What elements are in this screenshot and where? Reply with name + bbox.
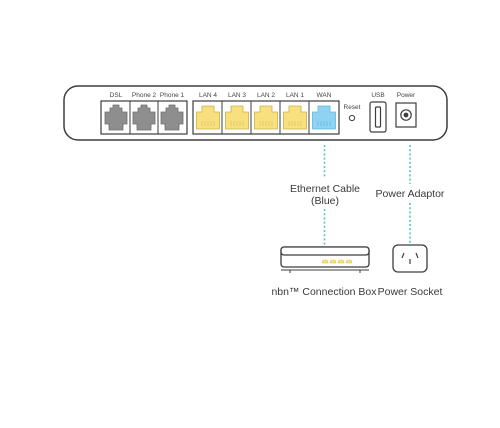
port-label-dsl: DSL bbox=[110, 92, 123, 99]
power-adaptor-label: Power Adaptor bbox=[376, 188, 445, 200]
port-label-phone1: Phone 1 bbox=[160, 92, 185, 99]
power-jack-pin bbox=[403, 112, 409, 118]
power-socket-label: Power Socket bbox=[378, 286, 443, 298]
port-phone-2 bbox=[132, 104, 156, 131]
modem-ports bbox=[104, 104, 336, 131]
usb-slot bbox=[374, 106, 382, 128]
nbn-connection-box bbox=[280, 246, 370, 273]
port-label-phone2: Phone 2 bbox=[132, 92, 157, 99]
usb-label: USB bbox=[371, 92, 384, 99]
port-label-lan2: LAN 2 bbox=[257, 92, 275, 99]
reset-label: Reset bbox=[344, 104, 361, 111]
nbn-box-label: nbn™ Connection Box bbox=[271, 286, 377, 298]
power-socket bbox=[392, 244, 428, 273]
nbn-box-led bbox=[321, 259, 329, 264]
socket-pin-left bbox=[401, 252, 405, 259]
socket-pin-right bbox=[415, 252, 419, 259]
nbn-box-led bbox=[337, 259, 345, 264]
port-phone-1 bbox=[160, 104, 184, 131]
ethernet-cable-label: Ethernet Cable bbox=[290, 183, 360, 195]
nbn-box-led bbox=[345, 259, 353, 264]
port-label-lan3: LAN 3 bbox=[228, 92, 246, 99]
power-label: Power bbox=[397, 92, 416, 99]
ethernet-cable-color-label: (Blue) bbox=[311, 195, 339, 207]
nbn-box-led-lights bbox=[321, 259, 353, 264]
nbn-box-led bbox=[329, 259, 337, 264]
port-label-wan: WAN bbox=[317, 92, 332, 99]
port-label-lan1: LAN 1 bbox=[286, 92, 304, 99]
port-dsl bbox=[104, 104, 128, 131]
reset-button bbox=[348, 114, 356, 122]
port-label-lan4: LAN 4 bbox=[199, 92, 217, 99]
